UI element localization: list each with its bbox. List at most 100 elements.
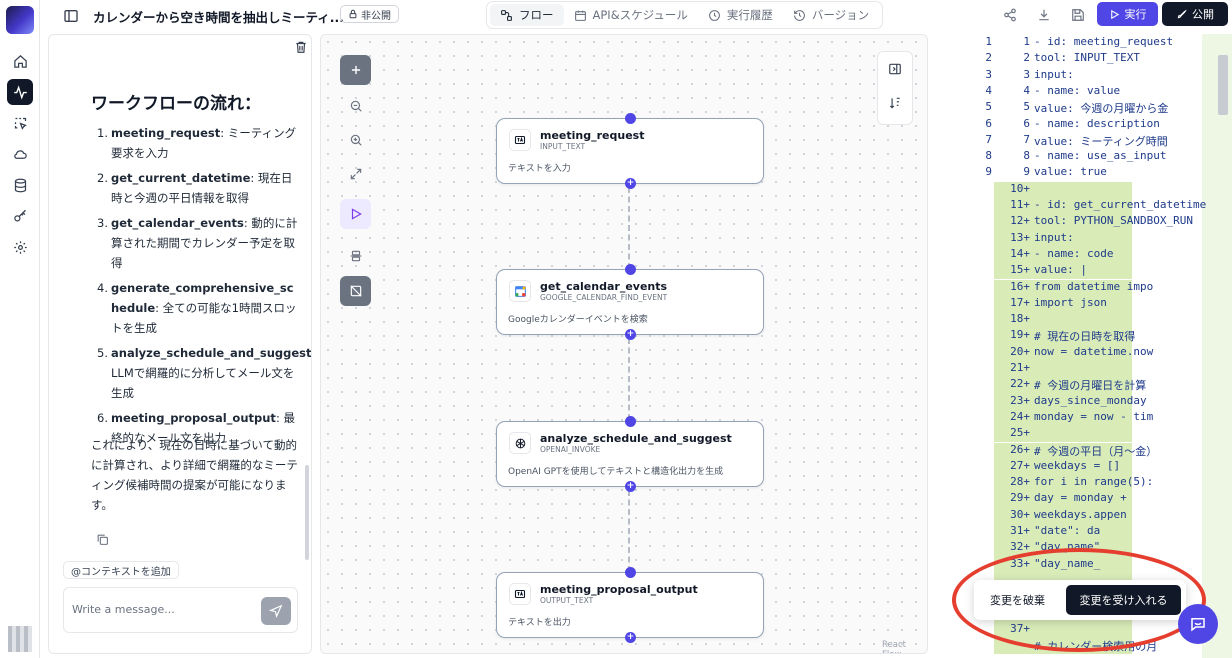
tab-flow[interactable]: フロー <box>490 4 564 26</box>
code-line[interactable]: 37+ <box>932 621 1232 639</box>
add-handle[interactable]: + <box>625 178 636 189</box>
fit-view-button[interactable] <box>340 159 371 189</box>
copy-icon[interactable] <box>95 532 110 547</box>
gutter-bg <box>994 524 1032 541</box>
send-button[interactable] <box>261 597 291 625</box>
sort-icon[interactable] <box>888 96 902 110</box>
add-handle[interactable]: + <box>625 632 636 643</box>
editor-scrollbar[interactable] <box>1218 55 1228 115</box>
code-line[interactable]: 13+ input: <box>932 230 1232 247</box>
accept-changes-button[interactable]: 変更を受け入れる <box>1066 585 1181 615</box>
activity-icon[interactable] <box>7 79 33 105</box>
home-icon[interactable] <box>7 48 33 74</box>
share-icon[interactable] <box>1002 7 1018 23</box>
align-button[interactable] <box>340 241 371 271</box>
support-chat-button[interactable] <box>1178 604 1218 644</box>
trash-icon[interactable] <box>293 39 309 55</box>
node-meeting-request[interactable]: meeting_request INPUT_TEXT テキストを入力 + <box>496 113 764 189</box>
code-text: value: ミーティング時間 <box>1034 134 1168 148</box>
run-button[interactable]: 実行 <box>1097 2 1158 26</box>
message-input[interactable] <box>72 603 252 616</box>
code-text: - name: description <box>1034 116 1160 130</box>
line-number-new: 11+ <box>1010 198 1030 211</box>
panel-toggle-icon[interactable] <box>888 62 902 76</box>
code-line[interactable]: 32+ "day_name" <box>932 540 1232 557</box>
settings-icon[interactable] <box>7 234 33 260</box>
chat-scrollbar[interactable] <box>305 465 309 560</box>
add-context-button[interactable]: @コンテキストを追加 <box>63 561 179 579</box>
input-handle[interactable] <box>625 416 636 427</box>
code-line[interactable]: 17+ import json <box>932 295 1232 313</box>
code-line[interactable]: 29+ day = monday + <box>932 491 1232 508</box>
code-line[interactable]: 15+ value: | <box>932 263 1232 280</box>
add-node-button[interactable] <box>340 55 371 85</box>
input-handle[interactable] <box>625 567 636 578</box>
publish-button[interactable]: 公開 <box>1162 2 1228 26</box>
input-handle[interactable] <box>625 113 636 124</box>
key-icon[interactable] <box>7 203 33 229</box>
zoom-out-icon <box>349 99 363 113</box>
line-number-old: 4 <box>985 83 992 97</box>
code-line[interactable]: 12+ tool: PYTHON_SANDBOX_RUN <box>932 214 1232 231</box>
code-line[interactable]: 11+- id: get_current_datetime <box>932 198 1232 215</box>
code-line[interactable]: 28+ for i in range(5): <box>932 475 1232 492</box>
run-flow-button[interactable] <box>340 199 371 229</box>
select-icon[interactable] <box>7 110 33 136</box>
tab-api-schedule[interactable]: API&スケジュール <box>564 4 698 26</box>
sidebar-toggle-icon[interactable] <box>62 7 80 25</box>
save-icon[interactable] <box>1070 7 1086 23</box>
add-handle[interactable]: + <box>625 481 636 492</box>
zoom-out-button[interactable] <box>340 91 371 121</box>
code-line[interactable]: 21+ <box>932 361 1232 378</box>
code-text: import json <box>1034 295 1107 309</box>
input-handle[interactable] <box>625 264 636 275</box>
zoom-in-button[interactable] <box>340 125 371 155</box>
add-handle[interactable]: + <box>625 329 636 340</box>
code-line[interactable]: 10+ <box>932 181 1232 198</box>
visibility-badge[interactable]: 非公開 <box>340 5 399 23</box>
database-icon[interactable] <box>7 172 33 198</box>
line-number-new: 28+ <box>1010 475 1030 489</box>
reject-changes-button[interactable]: 変更を破棄 <box>990 594 1045 607</box>
code-line[interactable]: 22+ # 今週の月曜日を計算 <box>932 377 1232 394</box>
code-line[interactable]: 19+ # 現在の日時を取得 <box>932 328 1232 345</box>
download-icon[interactable] <box>1036 7 1052 23</box>
editor-minimap[interactable] <box>1202 34 1232 658</box>
tab-versions[interactable]: バージョン <box>783 4 879 26</box>
code-line[interactable]: 23+ days_since_monday <box>932 393 1232 410</box>
cloud-icon[interactable] <box>7 141 33 167</box>
code-line[interactable]: 33+ "day_name_ <box>932 556 1232 573</box>
node-analyze-schedule-and-suggest[interactable]: analyze_schedule_and_suggest OPENAI_INVO… <box>496 416 764 492</box>
gutter-bg <box>994 312 1032 329</box>
app-logo[interactable] <box>6 6 34 34</box>
node-meeting-proposal-output[interactable]: meeting_proposal_output OUTPUT_TEXT テキスト… <box>496 567 764 643</box>
code-bg <box>1032 230 1132 247</box>
tab-run-history[interactable]: 実行履歴 <box>698 4 783 26</box>
code-line[interactable]: 30+ weekdays.appen <box>932 507 1232 524</box>
code-line[interactable]: 31+ "date": da <box>932 524 1232 541</box>
code-bg <box>1032 507 1132 524</box>
code-line[interactable]: 25+ <box>932 426 1232 443</box>
code-line[interactable]: 20+ now = datetime.now <box>932 344 1232 361</box>
code-line[interactable]: 26+ # 今週の平日（月〜金） <box>932 442 1232 459</box>
code-line[interactable]: 27+ weekdays = [] <box>932 458 1232 476</box>
code-line[interactable]: 24+ monday = now - tim <box>932 409 1232 427</box>
react-flow-attribution[interactable]: React Flow <box>882 640 906 653</box>
code-line[interactable]: 18+ <box>932 312 1232 329</box>
user-avatar[interactable] <box>8 626 32 652</box>
code-line[interactable]: 16+ from datetime impo <box>932 279 1232 296</box>
node-get-calendar-events[interactable]: get_calendar_events GOOGLE_CALENDAR_FIND… <box>496 264 764 340</box>
disable-node-button[interactable] <box>340 276 371 306</box>
code-line[interactable]: 14+ - name: code <box>932 246 1232 264</box>
flow-canvas[interactable]: meeting_request INPUT_TEXT テキストを入力 + get… <box>320 34 928 654</box>
